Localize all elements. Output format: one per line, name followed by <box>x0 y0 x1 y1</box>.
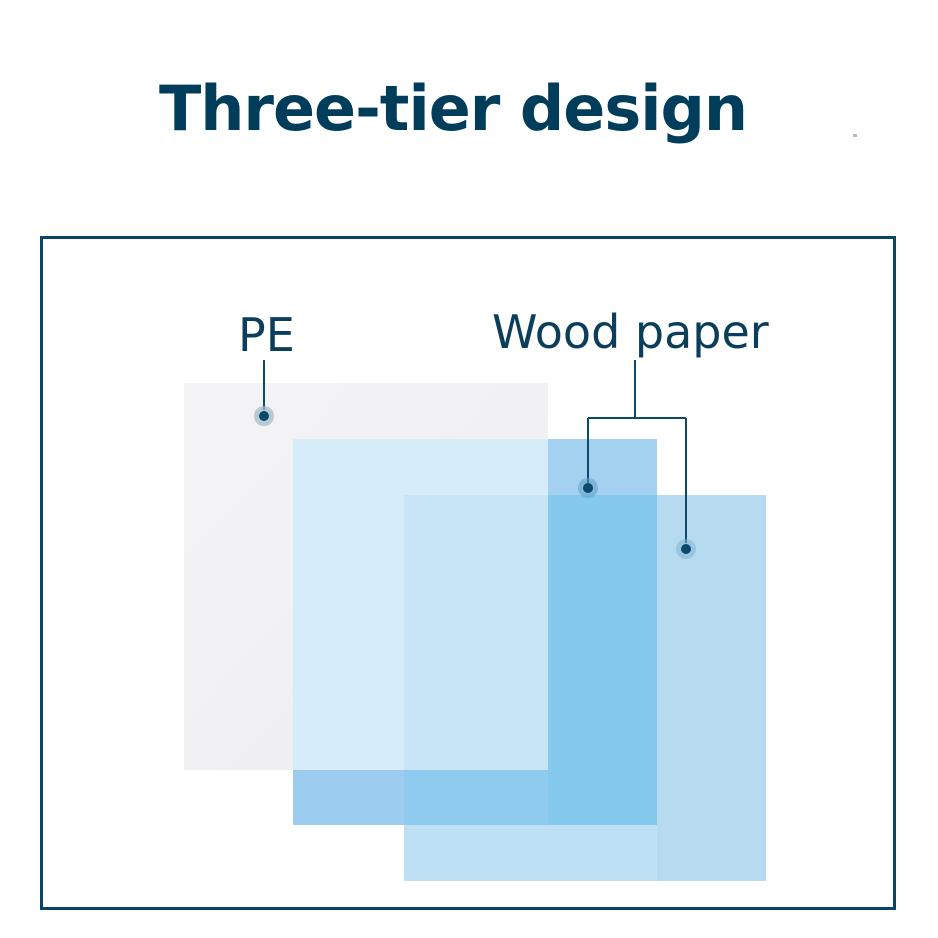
wood-paper-label: Wood paper <box>492 305 769 359</box>
wood-marker-right <box>681 544 691 554</box>
pe-label: PE <box>238 308 295 362</box>
front-bottom-band <box>404 825 657 881</box>
middle-lower-band <box>293 770 404 825</box>
page-title: Three-tier design <box>158 72 748 145</box>
front-middle-overlap-bottom <box>404 770 548 825</box>
decorative-speck <box>853 134 857 137</box>
diagram-frame <box>40 236 896 910</box>
front-middle-overlap <box>548 495 657 825</box>
pe-marker <box>259 411 269 421</box>
wood-marker-left <box>583 483 593 493</box>
front-right-band <box>657 495 766 881</box>
middle-right-band <box>548 439 657 495</box>
front-pe-overlap <box>404 495 548 770</box>
